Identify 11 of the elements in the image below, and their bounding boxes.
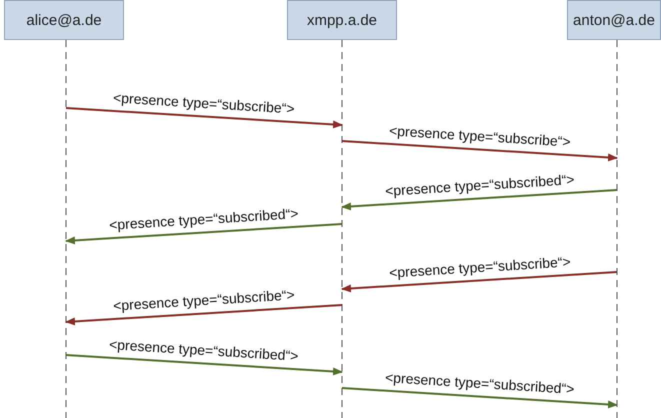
message-arrow: [342, 140, 618, 162]
participant-box: alice@a.de: [4, 0, 124, 40]
message-arrow: [341, 189, 618, 210]
participant-box: xmpp.a.de: [287, 0, 397, 40]
message-arrow: [65, 304, 342, 326]
participant-box: anton@a.de: [567, 0, 661, 40]
message-arrow: [66, 107, 343, 128]
message-arrow: [66, 354, 343, 376]
message-arrow: [341, 271, 618, 292]
message-arrow: [342, 387, 618, 408]
message-arrow: [65, 223, 342, 244]
